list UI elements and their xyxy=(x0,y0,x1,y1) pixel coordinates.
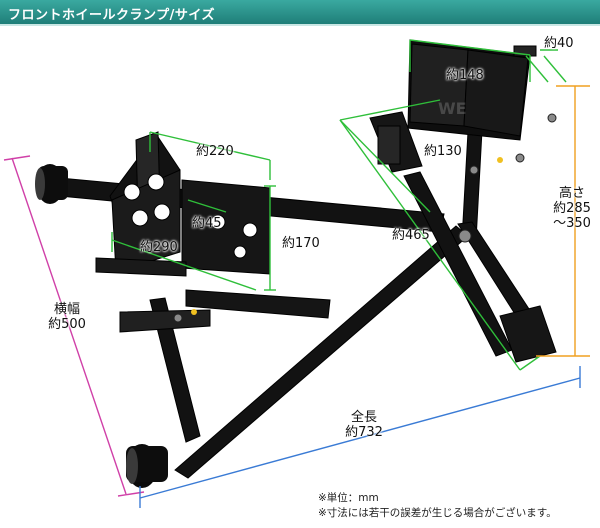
height-range: ～350 xyxy=(553,216,591,231)
dimension-label-220: 約220 xyxy=(196,144,234,159)
left-frame-leg xyxy=(149,297,201,443)
dimension-label-148: 約148 xyxy=(446,68,484,83)
banner-divider xyxy=(0,24,600,26)
dimension-label-40: 約40 xyxy=(544,36,574,51)
dimension-label-130: 約130 xyxy=(424,144,462,159)
width-value: 約500 xyxy=(48,317,86,332)
dimension-line-length xyxy=(139,366,581,508)
length-title: 全長 xyxy=(350,410,377,425)
dimension-lines-green xyxy=(111,39,567,371)
front-clamp xyxy=(95,131,331,333)
dimension-label-45: 約45 xyxy=(192,216,222,231)
height-title: 高さ xyxy=(558,186,585,201)
length-dimension-label: 全長 約732 xyxy=(336,410,392,440)
rubber-feet xyxy=(35,164,168,488)
pin-accents xyxy=(191,157,503,315)
length-value: 約732 xyxy=(345,425,383,440)
dimension-label-170: 約170 xyxy=(282,236,320,251)
width-title: 横幅 xyxy=(53,302,80,317)
rear-plate xyxy=(407,39,537,141)
rear-foot-boxes xyxy=(369,111,557,363)
height-dimension-label: 高さ 約285 ～350 xyxy=(544,186,600,231)
unit-note: ※単位：mm xyxy=(318,492,379,504)
dimension-label-465: 約465 xyxy=(392,228,430,243)
height-value: 約285 xyxy=(553,201,591,216)
hardware-bolts xyxy=(173,113,557,323)
width-dimension-label: 横幅 約500 xyxy=(36,302,98,332)
dimension-label-290: 約290 xyxy=(140,240,178,255)
disclaimer-note: ※寸法には若干の誤差が生じる場合がございます。 xyxy=(318,507,557,519)
banner-title: フロントホイールクランプ/サイズ xyxy=(8,8,215,23)
watermark-text: WE xyxy=(438,99,467,118)
dimension-line-height xyxy=(536,85,590,357)
wheel-clamp-stand xyxy=(59,93,549,479)
